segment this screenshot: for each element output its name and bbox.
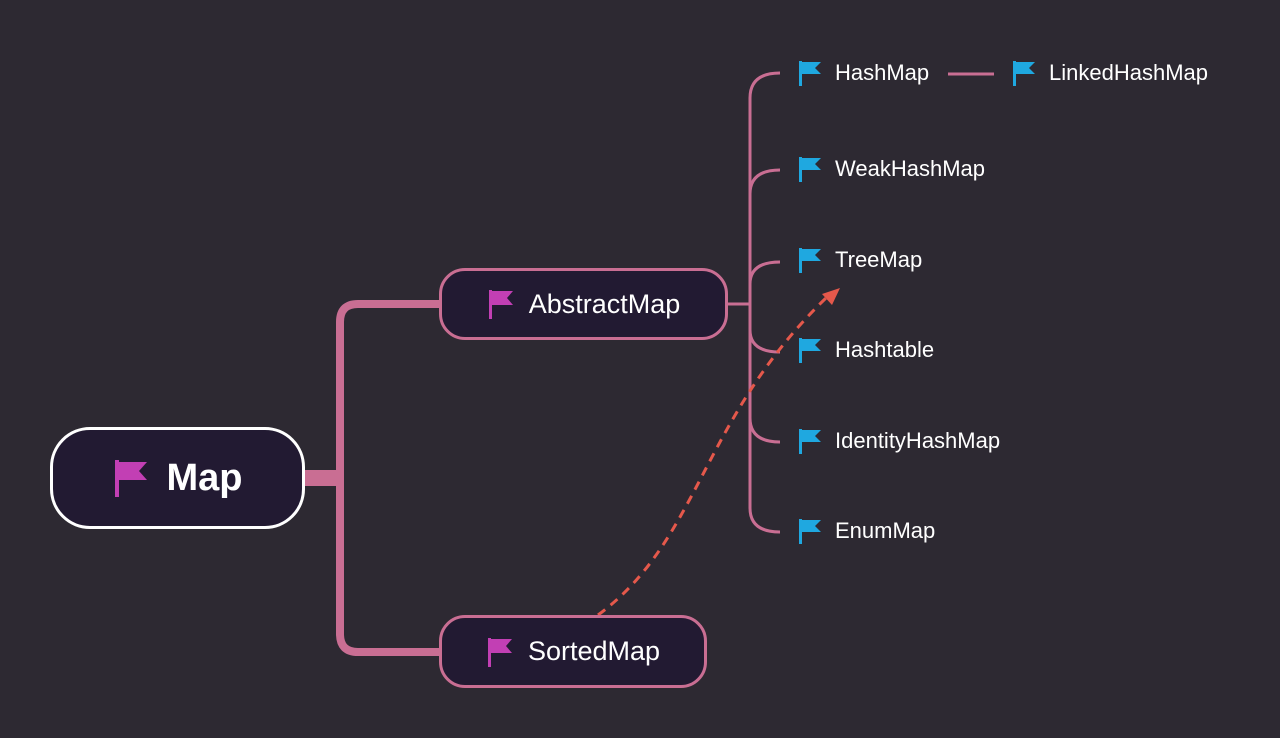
arrow-head-icon	[822, 288, 840, 305]
leaf-label: HashMap	[835, 60, 930, 85]
leaf-node-identityhashmap[interactable]: IdentityHashMap	[797, 427, 1000, 455]
leaf-node-enummap[interactable]: EnumMap	[797, 517, 935, 545]
branch-label: SortedMap	[527, 636, 661, 666]
leaf-label: IdentityHashMap	[835, 428, 1001, 453]
leaf-node-hashtable[interactable]: Hashtable	[797, 336, 934, 364]
connector-root-sortedmap	[336, 474, 444, 656]
branch-node-abstractmap[interactable]: AbstractMap	[439, 268, 728, 340]
root-node-map[interactable]: Map	[50, 427, 305, 529]
flag-icon	[113, 458, 149, 498]
flag-icon	[1011, 59, 1037, 87]
flag-icon	[797, 59, 823, 87]
leaf-label: WeakHashMap	[835, 156, 985, 181]
connector-hashtable	[748, 329, 781, 354]
root-label: Map	[166, 456, 243, 499]
connector-identityhashmap	[748, 417, 781, 444]
connector-abstractmap-spine	[748, 71, 781, 534]
flag-icon	[486, 636, 514, 668]
leaf-label: EnumMap	[835, 518, 936, 543]
leaf-node-linkedhashmap[interactable]: LinkedHashMap	[1011, 59, 1208, 87]
leaf-node-hashmap[interactable]: HashMap	[797, 59, 929, 87]
dashed-relation-sortedmap-treemap	[597, 296, 828, 617]
flag-icon	[797, 246, 823, 274]
connector-weakhashmap	[748, 168, 781, 195]
flag-icon	[797, 427, 823, 455]
leaf-label: TreeMap	[835, 247, 923, 272]
flag-icon	[797, 155, 823, 183]
flag-icon	[797, 336, 823, 364]
leaf-node-weakhashmap[interactable]: WeakHashMap	[797, 155, 985, 183]
leaf-label: Hashtable	[835, 337, 935, 362]
leaf-node-treemap[interactable]: TreeMap	[797, 246, 922, 274]
branch-label: AbstractMap	[528, 288, 681, 319]
leaf-label: LinkedHashMap	[1049, 60, 1208, 85]
flag-icon	[487, 288, 515, 320]
flag-icon	[797, 517, 823, 545]
connector-treemap	[748, 260, 781, 285]
connector-root-abstractmap	[336, 300, 444, 482]
branch-node-sortedmap[interactable]: SortedMap	[439, 615, 707, 688]
